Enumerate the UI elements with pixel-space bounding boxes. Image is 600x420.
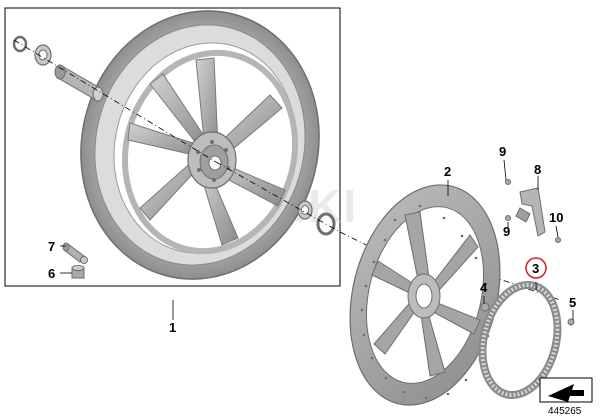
leader-lines xyxy=(60,159,574,320)
sensor-bracket-illustration xyxy=(515,187,546,237)
wheel-group-frame xyxy=(4,7,341,287)
wheel-illustration xyxy=(80,10,320,280)
bracket-screw-bottom-illustration xyxy=(505,215,511,221)
callout-5: 5 xyxy=(569,295,576,310)
callout-8: 8 xyxy=(534,162,541,177)
bracket-screw-top-illustration xyxy=(505,179,511,185)
callout-3: 3 xyxy=(532,261,539,276)
callout-6: 6 xyxy=(48,266,55,281)
brake-disc-illustration xyxy=(349,184,501,406)
bracket-screw-right-illustration xyxy=(555,237,561,243)
callout-4: 4 xyxy=(480,280,488,295)
callout-7: 7 xyxy=(48,239,55,254)
valve-cap-illustration xyxy=(71,265,85,279)
ring-screw-illustration xyxy=(567,318,575,326)
callout-9-bottom: 9 xyxy=(503,224,510,239)
axle-sleeve-illustration xyxy=(54,64,104,102)
left-bearing-illustration xyxy=(12,35,52,66)
catalog-number: 445265 xyxy=(548,406,582,417)
callout-9-top: 9 xyxy=(499,144,506,159)
callout-1: 1 xyxy=(169,320,176,335)
direction-arrow-icon xyxy=(539,377,593,403)
disc-bolt-illustration xyxy=(480,302,490,312)
valve-illustration xyxy=(62,242,88,264)
callout-10: 10 xyxy=(549,210,563,225)
callout-2: 2 xyxy=(444,164,451,179)
sensor-ring-illustration xyxy=(478,280,562,400)
callout-3-highlight-ring xyxy=(525,257,547,279)
